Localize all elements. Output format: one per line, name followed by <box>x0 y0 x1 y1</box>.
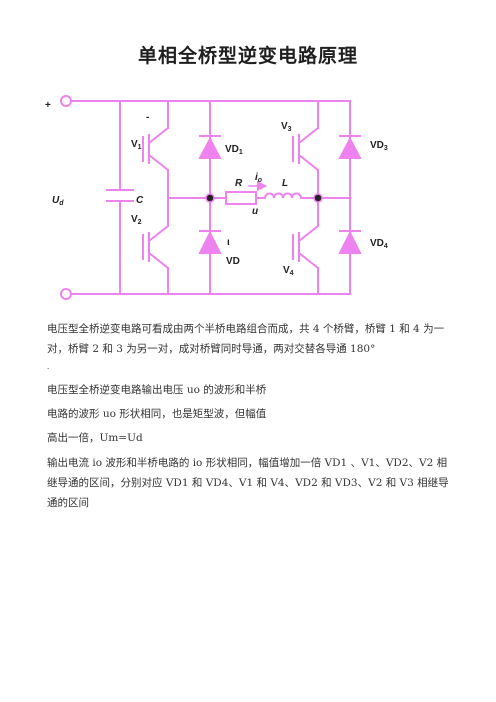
v1-label: V1 <box>131 139 142 151</box>
vd2-fragment-mark: ι <box>227 237 230 248</box>
vd4-diode <box>338 230 362 254</box>
vd1-diode <box>198 136 222 159</box>
node-right <box>313 193 323 203</box>
vd4-label: VD4 <box>370 238 388 250</box>
plus-terminal <box>60 95 72 107</box>
vd1-label: VD1 <box>225 144 243 156</box>
vd3-diode <box>338 136 362 159</box>
v4-label: V4 <box>283 265 294 277</box>
plus-sign: + <box>45 100 51 111</box>
full-bridge-inverter-circuit: + Ud C V1 V2 V3 V4 VD1 VD3 VD4 R L io u … <box>45 95 388 300</box>
v3-label: V3 <box>281 121 292 133</box>
vd2-fragment-label: VD <box>226 256 240 267</box>
resistor-label: R <box>235 178 243 189</box>
paragraph-1-tail: · <box>47 365 50 373</box>
page-title: 单相全桥型逆变电路原理 <box>137 45 358 67</box>
paragraph-5: 输出电流 io 波形和半桥电路的 io 形状相同，幅值增加一倍 VD1 、V1、… <box>47 457 449 509</box>
voltage-label: u <box>252 206 258 217</box>
node-left <box>205 193 215 203</box>
source-label: Ud <box>52 195 64 207</box>
minus-terminal <box>60 288 72 300</box>
vd2-diode <box>198 230 222 254</box>
current-arrow-icon <box>257 180 268 192</box>
capacitor-label: C <box>136 195 144 206</box>
paragraph-4: 高出一倍，Um=Ud <box>47 432 143 444</box>
v1-fragment-mark: - <box>146 112 149 123</box>
vd3-label: VD3 <box>370 140 388 152</box>
paragraph-2: 电压型全桥逆变电路输出电压 uo 的波形和半桥 <box>47 384 267 396</box>
paragraph-3: 电路的波形 uo 形状相同，也是矩型波，但幅值 <box>47 408 267 420</box>
v2-label: V2 <box>131 214 142 226</box>
current-label: io <box>255 172 263 184</box>
inductor-label: L <box>282 178 288 189</box>
paragraph-1: 电压型全桥逆变电路可看成由两个半桥电路组合而成，共 4 个桥臂，桥臂 1 和 4… <box>47 323 445 355</box>
